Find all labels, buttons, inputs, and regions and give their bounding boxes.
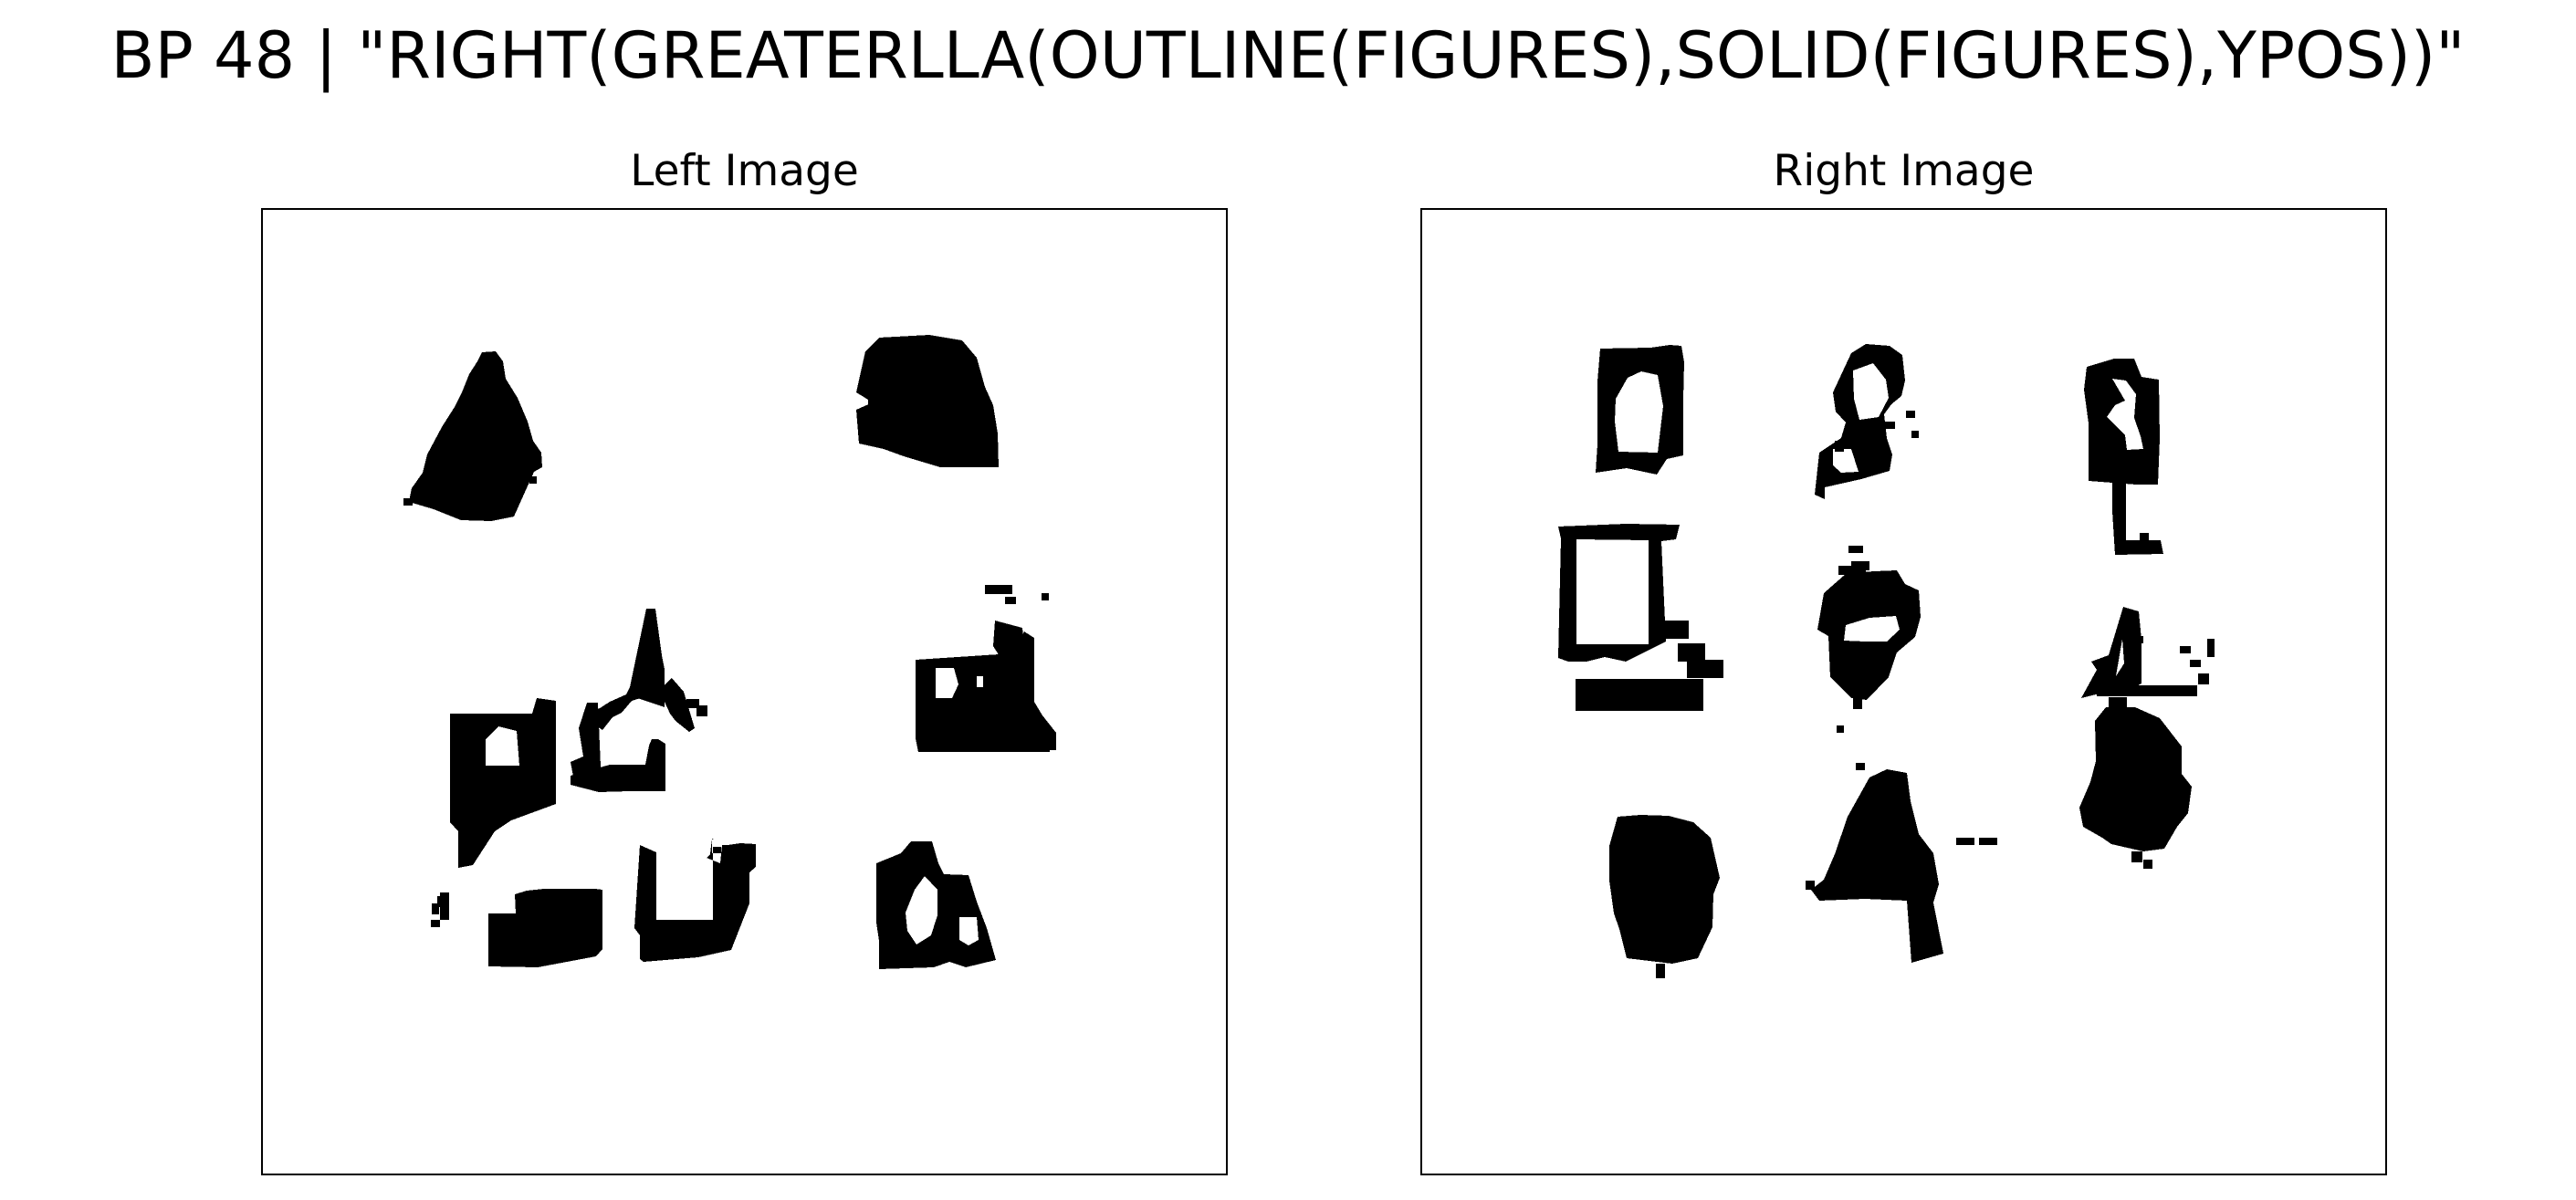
right-solid-circle <box>1609 815 1720 978</box>
figure-title: BP 48 | "RIGHT(GREATERLLA(OUTLINE(FIGURE… <box>110 18 2466 93</box>
left-square-outline <box>431 698 602 967</box>
left-image-canvas <box>403 335 1056 969</box>
left-solid-triangle <box>403 351 542 521</box>
left-image-title: Left Image <box>630 146 859 196</box>
right-oval-outline <box>1817 546 1921 733</box>
left-image-panel <box>261 208 1228 1175</box>
left-solid-blob <box>856 335 999 467</box>
right-image-panel <box>1420 208 2387 1175</box>
right-circle-triangle-outline <box>1815 344 1919 499</box>
left-j-shape <box>634 839 756 962</box>
right-solid-blob <box>2079 697 2192 869</box>
left-a-shape <box>571 609 707 792</box>
right-image-title: Right Image <box>1773 146 2035 196</box>
right-image-canvas <box>1558 344 2215 978</box>
right-triangle-outline <box>2081 607 2215 698</box>
right-pillar-outline <box>1558 524 1723 711</box>
right-square-outline <box>1596 345 1684 475</box>
left-triangle-with-holes <box>876 841 996 969</box>
right-solid-triangle <box>1806 763 1997 963</box>
right-square-outline-with-bar <box>2084 359 2163 555</box>
left-square-with-hole <box>916 585 1056 752</box>
